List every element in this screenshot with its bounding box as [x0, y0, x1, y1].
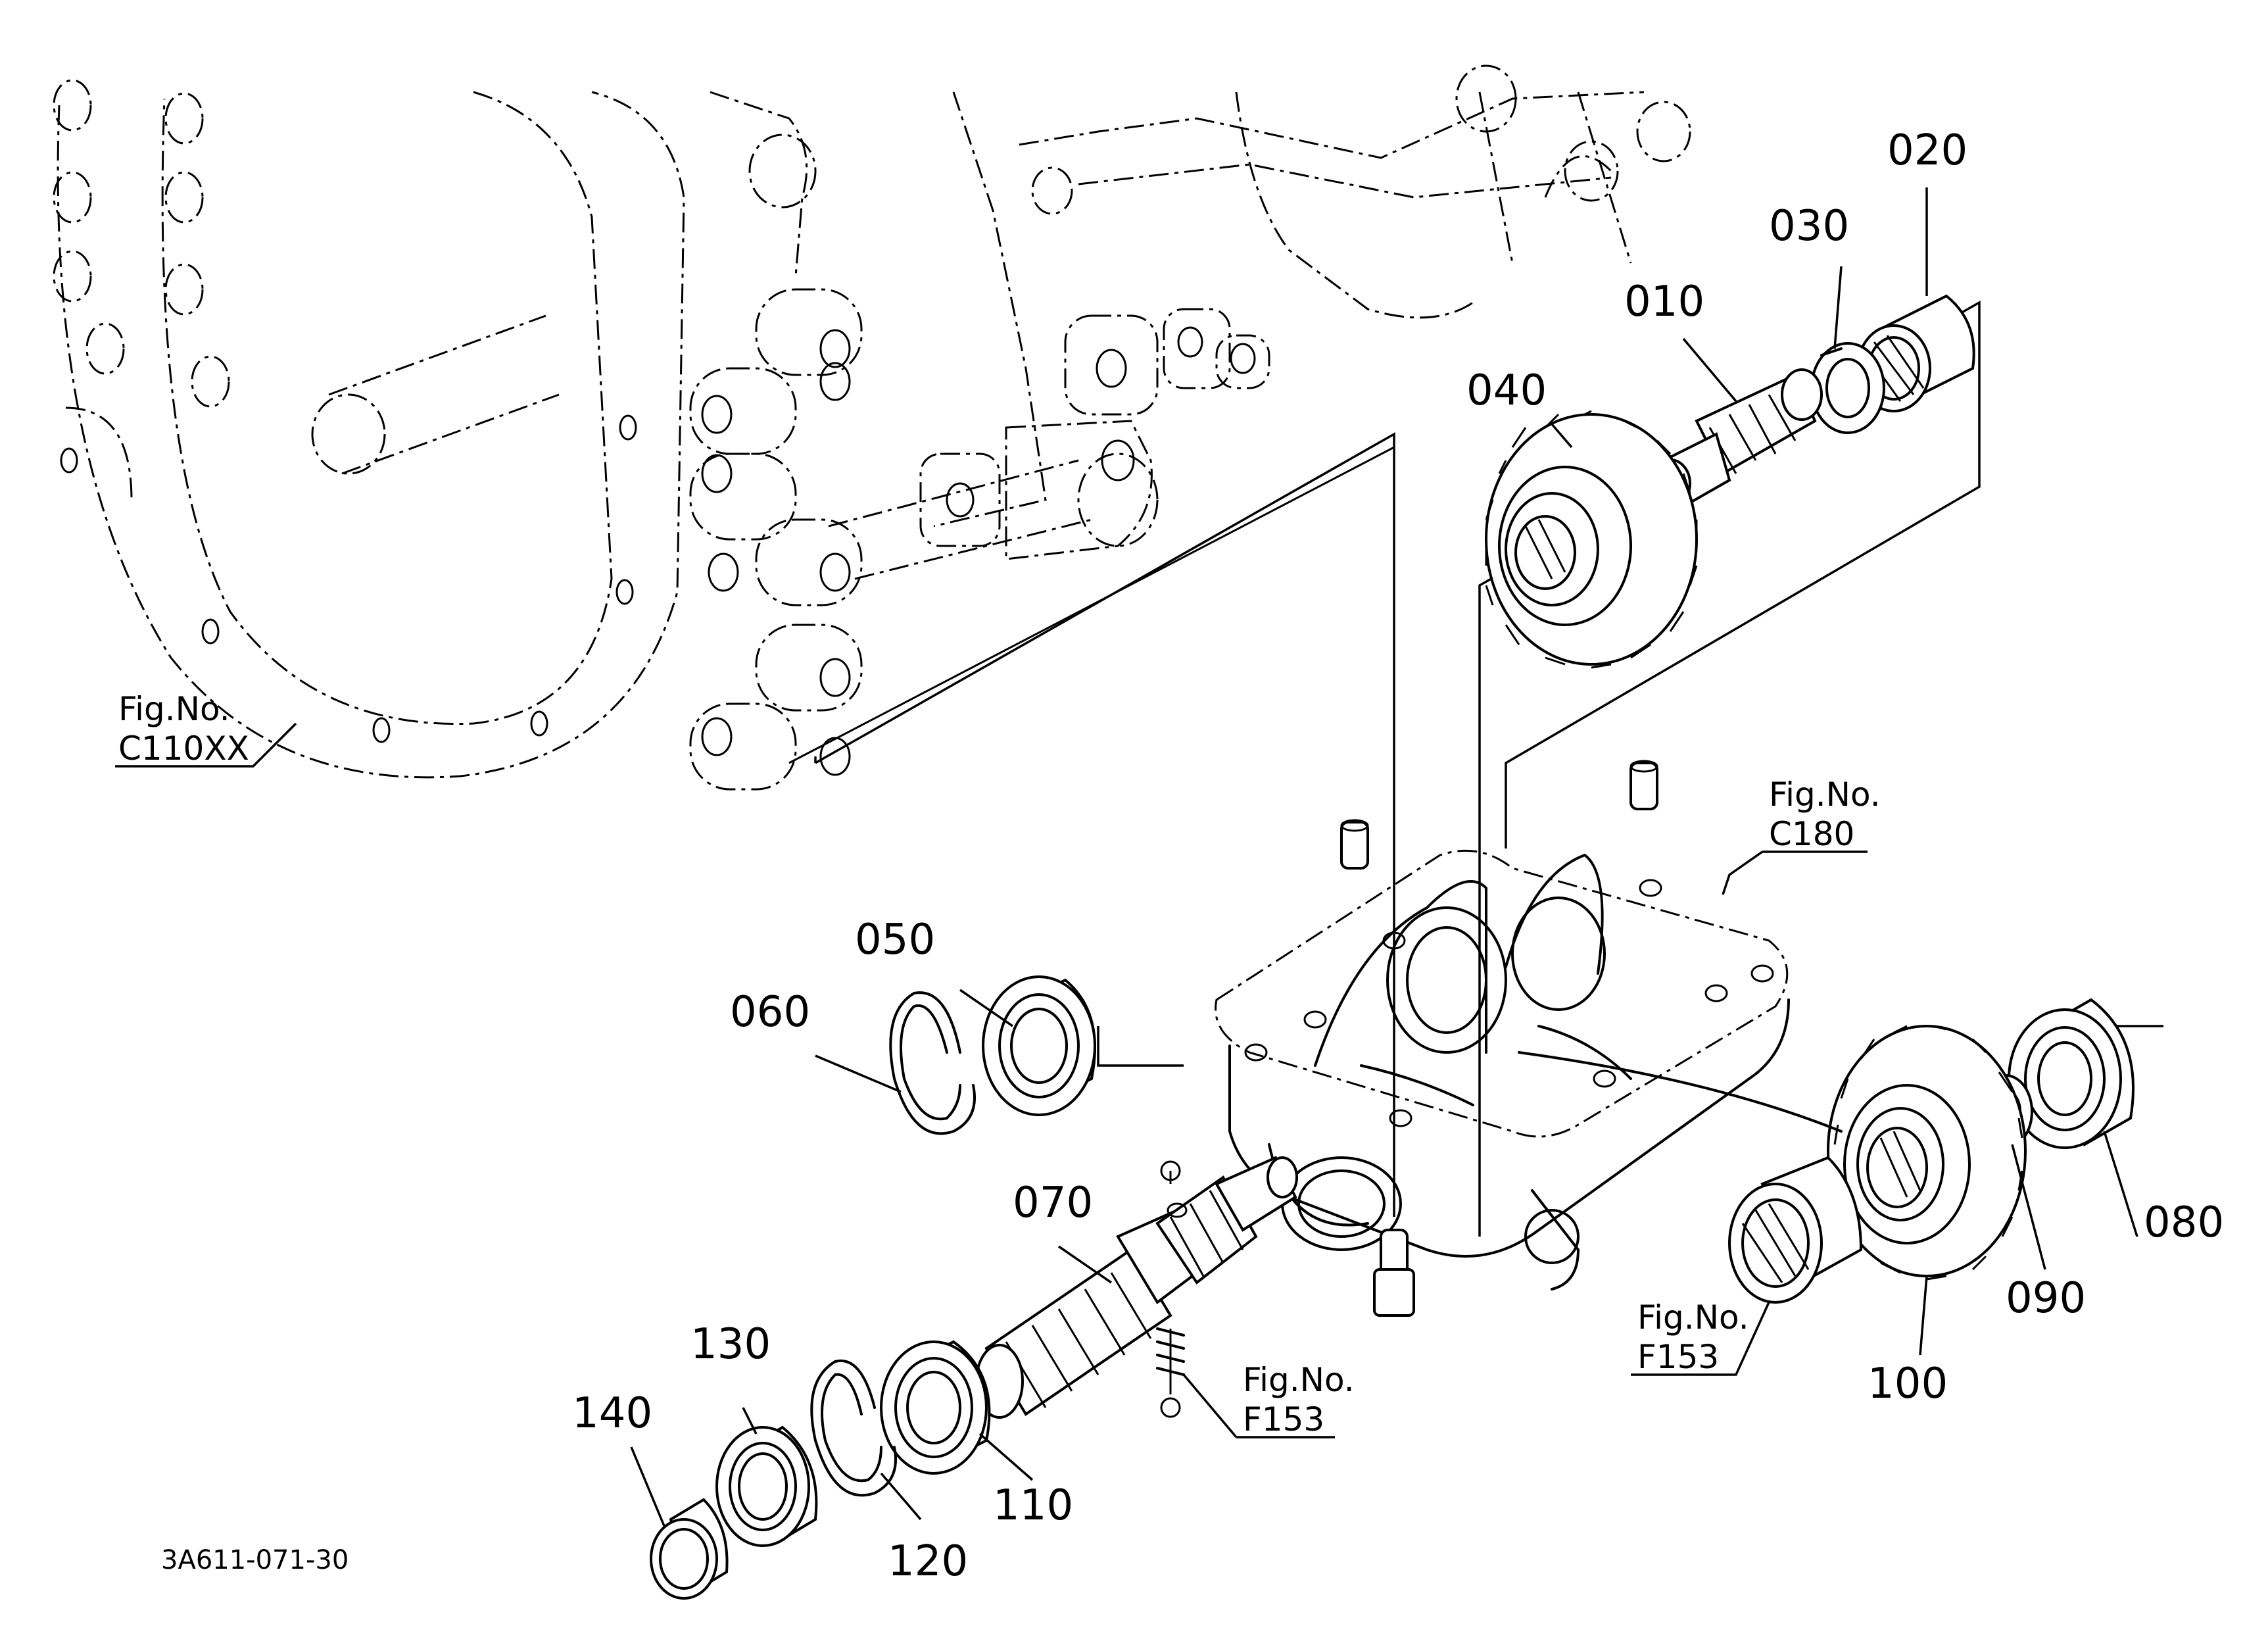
part-070-main-shaft — [975, 1156, 1298, 1419]
part-030-thrust-washer — [1810, 342, 1885, 434]
fig-ref-f153a-line1: Fig.No. — [1243, 1361, 1355, 1399]
fig-ref-f153b-line2: F153 — [1637, 1338, 1719, 1376]
part-label-130: 130 — [690, 1320, 771, 1369]
part-140-collar — [650, 1498, 729, 1600]
case-bosses — [689, 288, 863, 791]
part-label-070: 070 — [1013, 1179, 1093, 1227]
dowel-pins — [1340, 760, 1658, 1317]
fig-ref-c110xx-line2: C110XX — [118, 729, 249, 768]
part-label-030: 030 — [1769, 202, 1849, 251]
transmission-case-outline — [53, 64, 1691, 791]
part-label-040: 040 — [1466, 366, 1547, 415]
fig-ref-f153b-line1: Fig.No. — [1637, 1298, 1749, 1337]
part-120-snap-ring — [810, 1359, 897, 1497]
part-label-090: 090 — [2006, 1274, 2086, 1323]
part-040-gear — [1485, 410, 1698, 669]
part-label-120: 120 — [888, 1537, 968, 1586]
fig-ref-c110xx-line1: Fig.No. — [118, 690, 230, 728]
housing-bolt-holes — [1244, 879, 1774, 1127]
coupler-f153 — [1728, 1156, 1863, 1304]
figure-reference-c110xx: Fig.No. C110XX — [118, 690, 249, 768]
part-label-080: 080 — [2144, 1198, 2224, 1247]
gear-housing — [1215, 760, 1790, 1317]
figure-reference-f153-coupler: Fig.No. F153 — [1637, 1298, 1749, 1376]
part-110-ball-bearing — [880, 1340, 991, 1475]
part-label-100: 100 — [1868, 1360, 1948, 1408]
figure-reference-f153-shaft: Fig.No. F153 — [1243, 1361, 1355, 1438]
figure-reference-c180: Fig.No. C180 — [1769, 775, 1881, 853]
part-label-140: 140 — [572, 1389, 652, 1438]
flange-bolt-holes — [53, 79, 637, 743]
part-label-050: 050 — [855, 916, 935, 964]
fig-ref-f153a-line2: F153 — [1243, 1400, 1324, 1438]
part-label-110: 110 — [993, 1481, 1073, 1530]
leader-lines — [115, 187, 2138, 1527]
fig-ref-c180-line1: Fig.No. — [1769, 775, 1881, 814]
part-050-ball-bearing — [982, 975, 1096, 1116]
part-020-needle-bearing — [1856, 294, 1975, 412]
part-130-oil-seal — [715, 1425, 818, 1547]
part-label-060: 060 — [730, 988, 810, 1037]
assembly-arrow — [1518, 1051, 1843, 1133]
part-number-labels: 020 030 010 040 050 060 070 080 090 100 … — [572, 126, 2224, 1586]
part-label-010: 010 — [1624, 278, 1704, 326]
part-label-020: 020 — [1887, 126, 1967, 175]
fig-ref-c180-line2: C180 — [1769, 815, 1854, 853]
drawing-code: 3A611-071-30 — [161, 1545, 349, 1575]
part-100-gear — [1827, 1025, 2027, 1281]
part-060-snap-ring — [889, 991, 976, 1135]
